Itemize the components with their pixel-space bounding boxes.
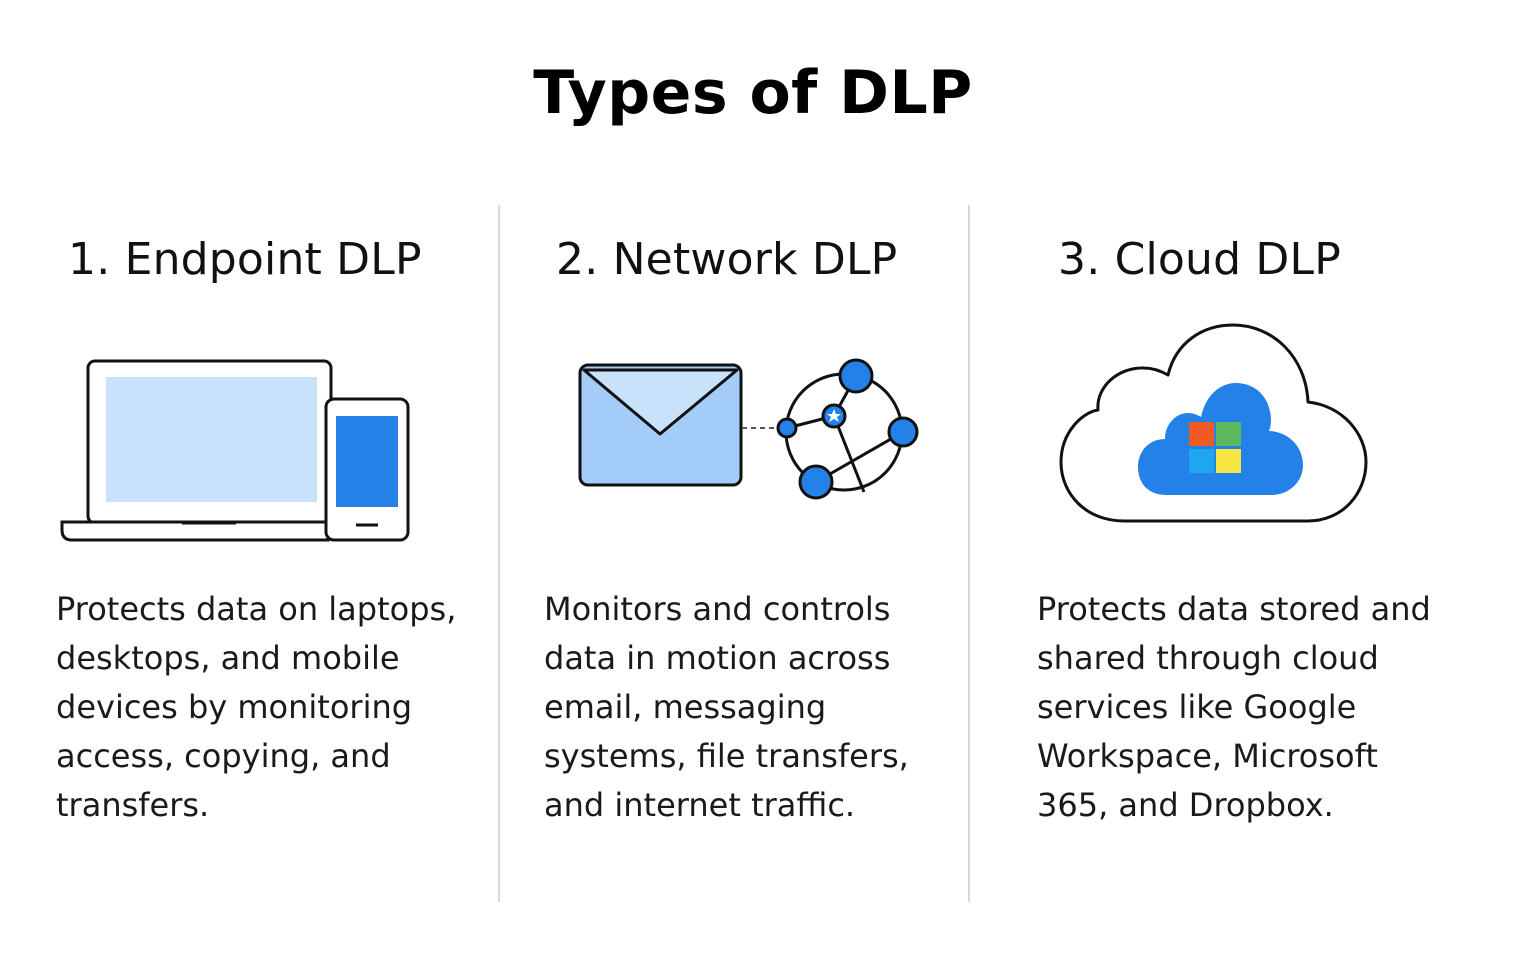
phone-screen bbox=[336, 416, 398, 507]
laptop-screen bbox=[106, 377, 317, 502]
windows-logo-orange bbox=[1189, 422, 1214, 446]
network-link bbox=[832, 415, 866, 493]
email-network-svg bbox=[578, 358, 919, 500]
windows-logo-green bbox=[1216, 422, 1241, 446]
network-node bbox=[838, 358, 874, 394]
network-dlp-heading: 2. Network DLP bbox=[556, 234, 898, 285]
cloud-dlp-description: Protects data stored and shared through … bbox=[1037, 590, 1431, 824]
cloud-dlp-heading: 3. Cloud DLP bbox=[1058, 234, 1341, 285]
windows-logo-yellow bbox=[1216, 449, 1241, 473]
endpoint-dlp-description: Protects data on laptops, desktops, and … bbox=[56, 590, 457, 824]
cloud-windows-icon bbox=[1058, 322, 1370, 526]
laptop-base bbox=[60, 520, 330, 542]
column-divider-2 bbox=[968, 205, 970, 902]
windows-logo-blue bbox=[1189, 449, 1214, 473]
laptop-phone-icon bbox=[60, 358, 412, 544]
network-node bbox=[798, 464, 834, 500]
page-title: Types of DLP bbox=[533, 58, 973, 128]
laptop-phone-svg bbox=[60, 359, 410, 542]
network-node bbox=[776, 417, 798, 439]
endpoint-dlp-heading: 1. Endpoint DLP bbox=[68, 234, 422, 285]
envelope-flap bbox=[582, 368, 739, 436]
star-icon bbox=[827, 409, 841, 422]
network-node bbox=[887, 416, 919, 448]
cloud-windows-svg bbox=[1059, 323, 1368, 523]
column-divider-1 bbox=[498, 205, 500, 902]
network-dlp-description: Monitors and controls data in motion acr… bbox=[544, 590, 909, 824]
email-network-icon bbox=[576, 356, 922, 502]
